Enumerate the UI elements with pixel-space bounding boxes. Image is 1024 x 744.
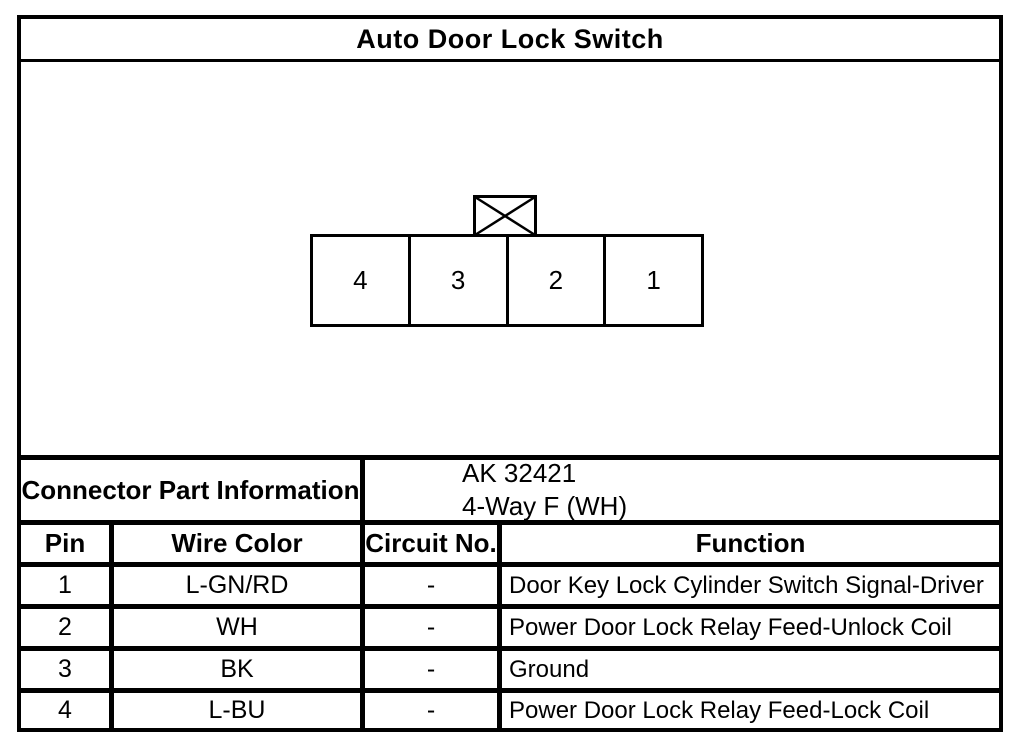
wire-color-cell: L-GN/RD xyxy=(114,567,360,604)
pin-cell: 2 xyxy=(21,609,109,646)
wire-color-cell: L-BU xyxy=(114,693,360,728)
function-cell: Power Door Lock Relay Feed-Lock Coil xyxy=(502,693,999,728)
wire-color-cell: BK xyxy=(114,651,360,688)
function-cell: Ground xyxy=(502,651,999,688)
function-cell: Power Door Lock Relay Feed-Unlock Coil xyxy=(502,609,999,646)
header-circuit-no: Circuit No. xyxy=(365,525,497,562)
circuit-no-cell: - xyxy=(365,609,497,646)
diagram-frame: Auto Door Lock Switch 4 3 2 1 Connector … xyxy=(17,15,1003,732)
part-info-value: AK 32421 4-Way F (WH) xyxy=(365,460,999,520)
pin-cell: 4 xyxy=(21,693,109,728)
connector-cavity-2: 2 xyxy=(509,237,607,324)
connector-body: 4 3 2 1 xyxy=(310,234,704,327)
connector-cavity-4: 4 xyxy=(313,237,411,324)
wire-color-cell: WH xyxy=(114,609,360,646)
pin-cell: 1 xyxy=(21,567,109,604)
connector-type: 4-Way F (WH) xyxy=(462,491,628,520)
circuit-no-cell: - xyxy=(365,567,497,604)
header-function: Function xyxy=(502,525,999,562)
connector-keyway-icon xyxy=(473,195,537,237)
header-wire-color: Wire Color xyxy=(114,525,360,562)
part-info-label: Connector Part Information xyxy=(21,460,360,520)
part-number: AK 32421 xyxy=(462,460,577,488)
circuit-no-cell: - xyxy=(365,693,497,728)
pin-table: Connector Part Information AK 32421 4-Wa… xyxy=(21,455,999,728)
connector-diagram: 4 3 2 1 xyxy=(21,62,999,455)
connector-cavity-1: 1 xyxy=(646,265,661,295)
circuit-no-cell: - xyxy=(365,651,497,688)
connector-cavity-3: 3 xyxy=(411,237,509,324)
header-pin: Pin xyxy=(21,525,109,562)
pin-cell: 3 xyxy=(21,651,109,688)
page-title: Auto Door Lock Switch xyxy=(21,19,999,62)
function-cell: Door Key Lock Cylinder Switch Signal-Dri… xyxy=(502,567,999,604)
